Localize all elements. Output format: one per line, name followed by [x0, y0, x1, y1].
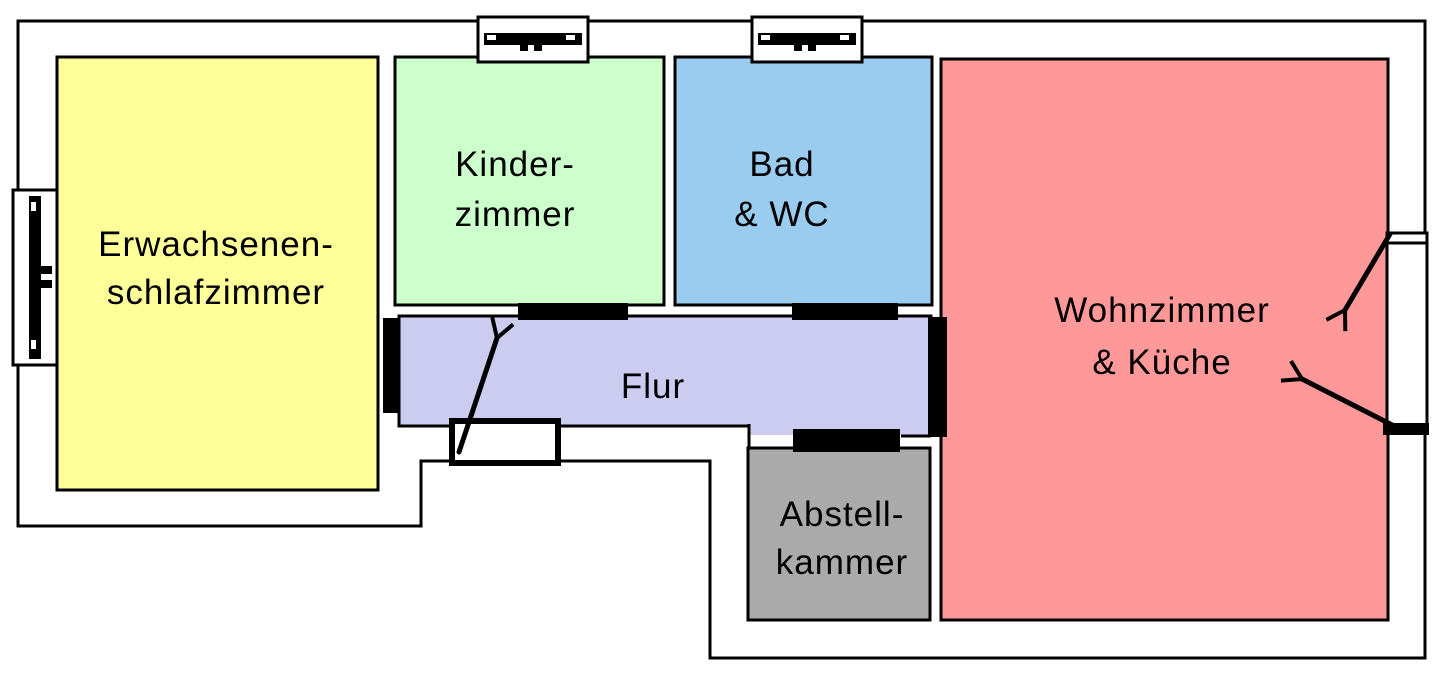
window-kinderzimmer-bar [484, 33, 582, 45]
window-notch [31, 340, 36, 349]
entrance-arrow [456, 338, 497, 455]
door-wohnzimmer [928, 317, 947, 437]
window-bad-wc-bar [758, 33, 856, 45]
room-label-erwachsenenschlafzimmer-line2: schlafzimmer [107, 273, 325, 312]
window-notch [487, 35, 496, 40]
window-notch [761, 35, 770, 40]
window-notch [840, 35, 849, 40]
room-wohnzimmer-kueche-area [939, 57, 1390, 622]
room-label-flur: Flur [621, 367, 685, 406]
balcony-arrow-upper [1345, 231, 1393, 310]
window-tick [794, 39, 802, 51]
door-bad-wc [792, 303, 898, 320]
room-label-kinderzimmer-line2: zimmer [455, 195, 576, 234]
room-wohnzimmer-kueche: Wohnzimmer & Küche [939, 57, 1390, 622]
room-abstellkammer: Abstell- kammer [746, 446, 932, 622]
door-abstellkammer [793, 429, 900, 452]
door-schlafzimmer [383, 318, 400, 413]
window-tick [41, 280, 52, 288]
door-kinderzimmer [518, 303, 628, 320]
window-kinderzimmer [476, 15, 590, 64]
balcony-door [1383, 231, 1429, 435]
window-schlafzimmer [11, 188, 59, 367]
window-tick [808, 39, 816, 51]
window-tick [41, 266, 52, 274]
window-tick [534, 39, 542, 51]
balcony-door-frame [1385, 231, 1429, 433]
window-notch [566, 35, 575, 40]
room-label-bad-wc-line1: Bad [749, 145, 814, 184]
room-label-erwachsenenschlafzimmer-line1: Erwachsenen- [98, 225, 334, 264]
entrance-door [449, 418, 561, 466]
room-erwachsenenschlafzimmer: Erwachsenen- schlafzimmer [55, 55, 380, 492]
balcony-arrow-lower [1302, 379, 1407, 434]
room-label-wohnzimmer-line2: & Küche [1092, 343, 1231, 382]
room-label-wohnzimmer-line1: Wohnzimmer [1054, 291, 1270, 330]
room-kinderzimmer: Kinder- zimmer [393, 55, 666, 307]
room-label-kinderzimmer-line1: Kinder- [455, 145, 575, 184]
window-notch [31, 202, 36, 211]
room-label-bad-wc-line2: & WC [734, 195, 829, 234]
room-label-abstellkammer-line1: Abstell- [780, 495, 905, 534]
room-label-abstellkammer-line2: kammer [776, 543, 908, 582]
room-erwachsenenschlafzimmer-area [55, 55, 380, 492]
room-bad-wc: Bad & WC [673, 55, 934, 307]
window-tick [520, 39, 528, 51]
window-bad-wc [750, 15, 864, 64]
room-bad-wc-area [673, 55, 934, 307]
room-abstellkammer-area [746, 446, 932, 622]
window-schlafzimmer-bar [29, 196, 41, 359]
